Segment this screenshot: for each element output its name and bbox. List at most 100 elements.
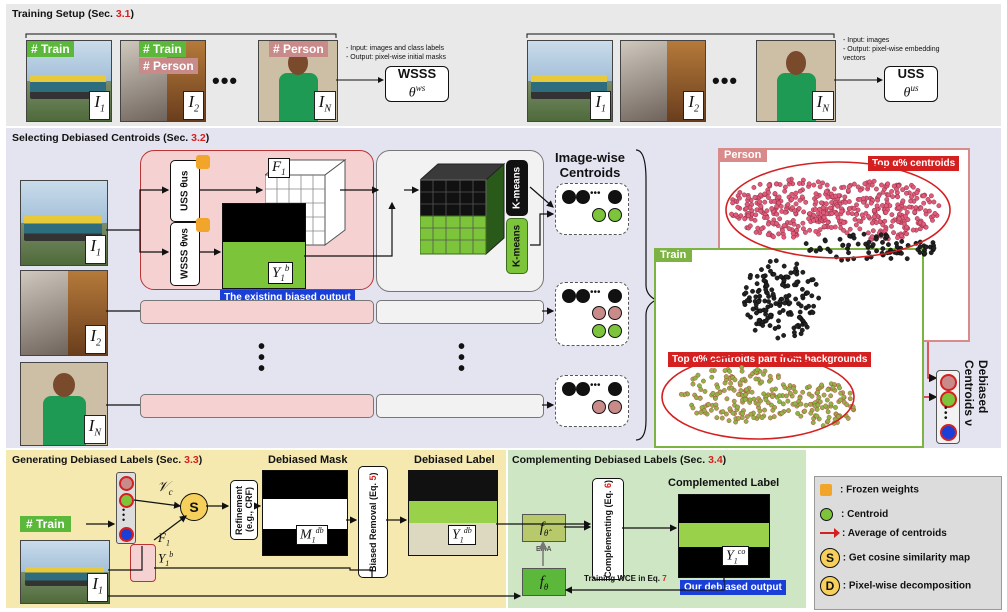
tsne-point [899,233,904,238]
tsne-point [768,268,773,274]
tsne-point [826,414,832,420]
legend-panel [814,476,1002,610]
tsne-point [806,181,812,187]
tsne-point [774,211,780,217]
tsne-point [759,379,765,385]
tsne-point [743,206,749,211]
debiased-centroid-blue [940,424,957,441]
tsne-point [776,324,782,330]
tsne-point [756,317,762,323]
person-image-n-uss: IN [756,40,836,122]
train-image-1: # Train I1 [26,40,112,122]
tsne-point [915,247,921,253]
tsne-point [837,385,842,391]
tsne-point [776,200,782,206]
tsne-point [792,389,798,395]
tsne-point [930,217,935,223]
tsne-point [862,181,868,187]
image-label-i1: I1 [590,90,611,120]
legend-frozen: : Frozen weights [820,484,919,496]
tsne-point [748,411,754,417]
tsne-point [743,419,749,424]
tsne-point [816,394,822,400]
tsne-point [833,405,838,410]
image-label-in: IN [313,90,336,120]
tsne-point [811,218,816,223]
tsne-point [736,392,741,397]
centroid-black [608,190,622,204]
tsne-point [797,197,803,203]
ellipsis: ••• [590,380,601,391]
tsne-point [823,403,829,409]
tsne-point [841,184,847,190]
tsne-point [847,390,853,396]
train-tag: # Train [20,516,71,532]
tsne-point [768,303,774,308]
centroid-green [119,493,134,508]
tsne-point [709,368,714,373]
tsne-point [690,381,696,387]
tsne-point [870,242,876,247]
tsne-point [813,281,819,287]
tsne-point [899,239,905,244]
tsne-point [698,387,704,392]
setup-connectors [25,33,883,83]
debiased-mask-image [262,470,348,556]
tsne-point [889,212,895,218]
tsne-point [845,415,851,421]
tsne-point [697,395,703,401]
tsne-point [797,309,803,315]
input-image-in: IN [20,362,108,446]
tsne-point [851,181,857,187]
tsne-point [886,192,891,198]
tsne-point [829,211,835,216]
tsne-point [803,241,809,246]
tsne-point [836,414,841,420]
tsne-point [904,185,909,191]
tsne-point [766,294,772,299]
input-image-i1: I1 [20,540,110,604]
y1b-label: Y1b [158,550,174,568]
tsne-point [844,230,850,236]
tsne-point [904,256,910,262]
image-label-i1: I1 [87,572,108,602]
tsne-point [784,274,790,280]
red-arrow-icon [820,528,840,539]
tsne-point [735,416,741,421]
image-label-i1: I1 [85,234,106,264]
person-tag: # Person [269,41,328,57]
tsne-point [849,211,855,217]
tsne-point [885,181,891,187]
tsne-point [894,186,899,192]
tsne-point [846,206,852,212]
centroid-green [592,324,606,338]
tsne-point [810,420,816,426]
student-model: fθ [522,568,566,596]
tsne-point [880,239,885,245]
vc-label: 𝒱c [157,480,173,497]
tsne-point [813,207,818,212]
tsne-point [797,315,803,321]
tsne-point [857,226,863,232]
tsne-point [775,335,781,341]
tsne-point [767,323,773,329]
tsne-point [733,212,739,218]
tsne-point [722,368,728,373]
tsne-point [910,227,916,233]
tsne-point [777,399,782,405]
tsne-point [810,277,816,283]
tsne-point [771,234,776,240]
tsne-point [744,298,750,303]
complemented-label-title: Complemented Label [668,477,780,489]
tsne-point [766,195,771,200]
tsne-point [813,248,819,254]
input-image-i2: I2 [20,270,108,356]
tsne-point [776,231,782,237]
tsne-point [800,220,806,226]
centroid-icon [820,508,833,521]
image-label-i2: I2 [683,90,704,120]
tsne-point [806,303,812,309]
kmeans-bar-i2 [376,300,544,324]
ellipsis: ••• [590,188,601,199]
